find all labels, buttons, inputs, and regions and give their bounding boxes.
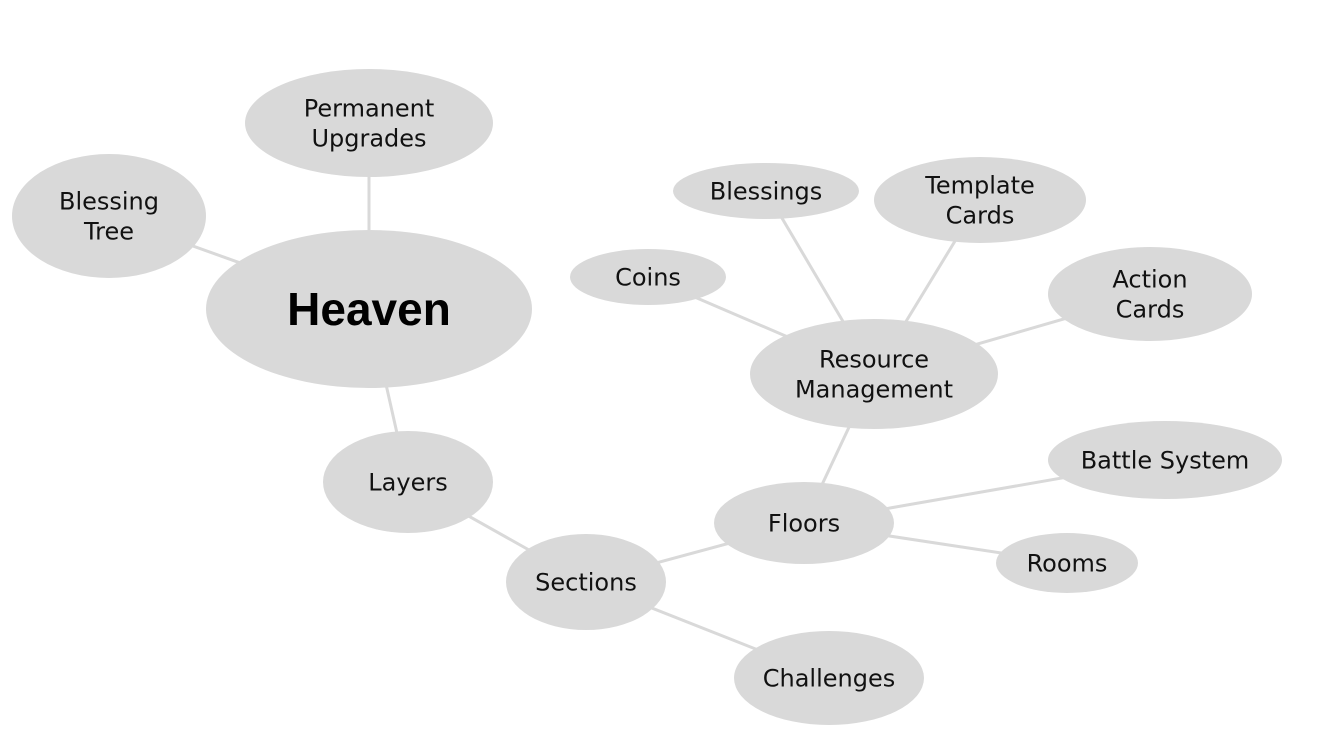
node-label-line-permanent-upgrades-0: Permanent bbox=[304, 94, 435, 122]
node-shape-coins bbox=[570, 249, 726, 305]
node-label-line-blessing-tree-1: Tree bbox=[83, 217, 134, 245]
node-shape-floors bbox=[714, 482, 894, 564]
node-label-line-blessing-tree-0: Blessing bbox=[59, 187, 159, 215]
node-rooms[interactable]: Rooms bbox=[996, 533, 1138, 593]
node-label-heaven: Heaven bbox=[287, 283, 451, 335]
node-label-line-template-cards-0: Template bbox=[924, 171, 1035, 199]
node-battle-system[interactable]: Battle System bbox=[1048, 421, 1282, 499]
node-shape-blessings bbox=[673, 163, 859, 219]
node-shape-resource-management bbox=[750, 319, 998, 429]
node-floors[interactable]: Floors bbox=[714, 482, 894, 564]
node-label-layers: Layers bbox=[368, 468, 447, 496]
node-shape-template-cards bbox=[874, 157, 1086, 243]
node-label-line-permanent-upgrades-1: Upgrades bbox=[311, 124, 426, 152]
node-label-battle-system: Battle System bbox=[1081, 446, 1250, 474]
node-shape-sections bbox=[506, 534, 666, 630]
node-blessings[interactable]: Blessings bbox=[673, 163, 859, 219]
node-label-floors: Floors bbox=[768, 509, 840, 537]
node-label-line-blessings-0: Blessings bbox=[710, 177, 823, 205]
node-shape-heaven bbox=[206, 230, 532, 388]
node-label-line-template-cards-1: Cards bbox=[946, 201, 1015, 229]
node-shape-battle-system bbox=[1048, 421, 1282, 499]
node-label-line-challenges-0: Challenges bbox=[763, 664, 896, 692]
node-label-sections: Sections bbox=[535, 568, 637, 596]
node-label-blessings: Blessings bbox=[710, 177, 823, 205]
node-sections[interactable]: Sections bbox=[506, 534, 666, 630]
node-shape-permanent-upgrades bbox=[245, 69, 493, 177]
node-label-line-layers-0: Layers bbox=[368, 468, 447, 496]
node-label-line-battle-system-0: Battle System bbox=[1081, 446, 1250, 474]
node-challenges[interactable]: Challenges bbox=[734, 631, 924, 725]
node-label-line-floors-0: Floors bbox=[768, 509, 840, 537]
node-label-line-rooms-0: Rooms bbox=[1027, 549, 1108, 577]
node-label-challenges: Challenges bbox=[763, 664, 896, 692]
node-label-line-heaven-0: Heaven bbox=[287, 283, 451, 335]
node-shape-blessing-tree bbox=[12, 154, 206, 278]
node-layers[interactable]: Layers bbox=[323, 431, 493, 533]
node-label-line-resource-management-1: Management bbox=[795, 375, 953, 403]
node-heaven[interactable]: Heaven bbox=[206, 230, 532, 388]
node-label-line-action-cards-1: Cards bbox=[1116, 295, 1185, 323]
node-label-line-resource-management-0: Resource bbox=[819, 345, 929, 373]
node-shape-rooms bbox=[996, 533, 1138, 593]
node-label-line-sections-0: Sections bbox=[535, 568, 637, 596]
node-shape-layers bbox=[323, 431, 493, 533]
node-label-coins: Coins bbox=[615, 263, 681, 291]
node-shape-challenges bbox=[734, 631, 924, 725]
node-label-rooms: Rooms bbox=[1027, 549, 1108, 577]
node-label-line-action-cards-0: Action bbox=[1112, 265, 1187, 293]
node-coins[interactable]: Coins bbox=[570, 249, 726, 305]
node-label-line-coins-0: Coins bbox=[615, 263, 681, 291]
node-shape-action-cards bbox=[1048, 247, 1252, 341]
